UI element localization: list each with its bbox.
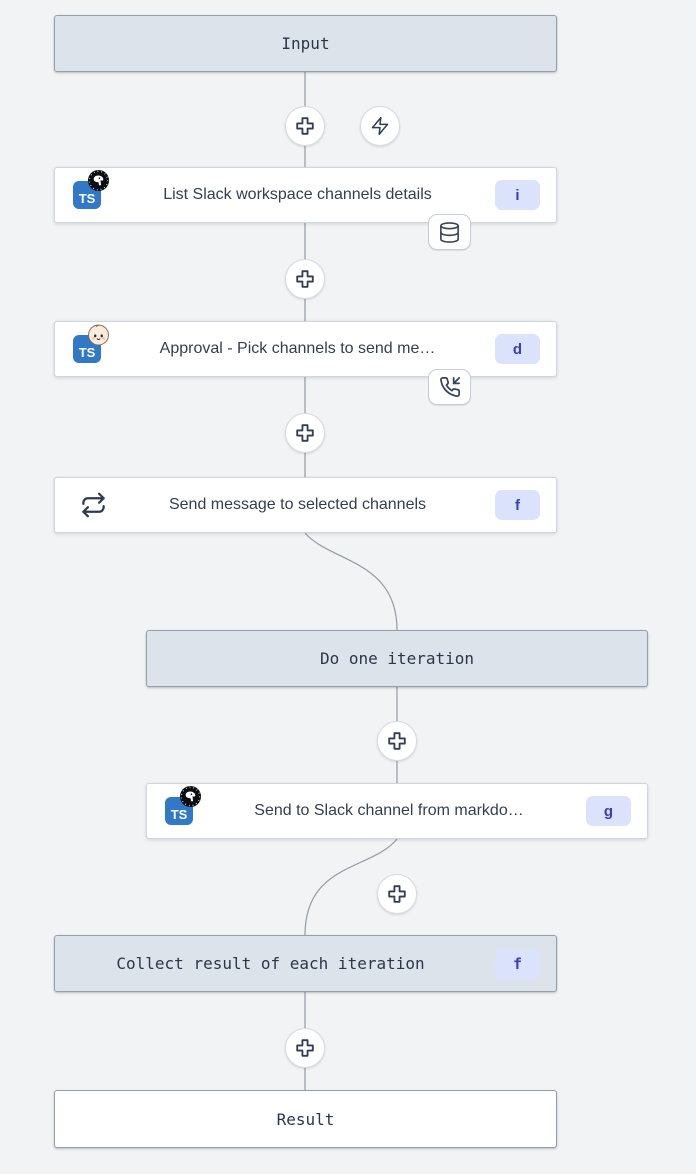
- collect-result-node[interactable]: Collect result of each iteration f: [54, 935, 557, 992]
- step-title: Send message to selected channels: [168, 496, 427, 513]
- deno-icon: [87, 169, 110, 192]
- step-title: List Slack workspace channels details: [163, 186, 432, 203]
- connector-curve: [304, 838, 398, 936]
- plus-icon: [296, 117, 314, 135]
- input-node-label: Input: [281, 34, 330, 53]
- typescript-deno-icon: TS: [73, 169, 110, 209]
- cache-indicator-button[interactable]: [428, 214, 471, 250]
- step-node-forloop-send-message[interactable]: Send message to selected channels f: [54, 477, 557, 533]
- bun-icon: [88, 324, 109, 346]
- connector-curve: [304, 532, 398, 631]
- add-step-button[interactable]: [377, 874, 417, 914]
- typescript-bun-icon: TS: [73, 324, 109, 363]
- step-node-send-to-slack-channel[interactable]: TS Send to Slack channel from markdo… g: [146, 783, 648, 839]
- step-title: Approval - Pick channels to send me…: [159, 340, 436, 357]
- add-step-button[interactable]: [285, 259, 325, 299]
- phone-incoming-icon: [439, 376, 460, 397]
- step-title: Send to Slack channel from markdo…: [254, 802, 524, 819]
- add-step-button[interactable]: [285, 106, 325, 146]
- suspend-indicator-button[interactable]: [428, 369, 471, 405]
- result-node-label: Result: [276, 1109, 335, 1129]
- step-id-badge: f: [495, 490, 540, 520]
- iteration-header-label: Do one iteration: [319, 649, 475, 668]
- database-icon: [440, 221, 459, 243]
- step-node-approval-pick-channels[interactable]: TS Approval - Pick channels to send me… …: [54, 321, 557, 377]
- add-step-button[interactable]: [285, 1028, 325, 1068]
- deno-icon: [179, 785, 202, 808]
- input-node[interactable]: Input: [54, 15, 557, 72]
- trigger-button[interactable]: [360, 106, 400, 146]
- plus-icon: [296, 270, 314, 288]
- zap-icon: [371, 116, 389, 136]
- add-step-button[interactable]: [285, 413, 325, 453]
- iteration-header-node[interactable]: Do one iteration: [146, 630, 648, 687]
- step-id-badge: d: [495, 334, 540, 364]
- step-id-badge: i: [495, 180, 540, 210]
- collect-result-label: Collect result of each iteration: [116, 954, 425, 973]
- plus-icon: [388, 732, 406, 750]
- step-id-badge: f: [495, 948, 540, 979]
- typescript-deno-icon: TS: [165, 785, 202, 825]
- result-node[interactable]: Result: [54, 1090, 557, 1148]
- repeat-loop-icon: [82, 492, 105, 518]
- add-step-button[interactable]: [377, 721, 417, 761]
- plus-icon: [388, 885, 406, 903]
- step-node-list-slack-channels[interactable]: TS List Slack workspace channels details…: [54, 167, 557, 223]
- step-id-badge: g: [586, 796, 631, 826]
- plus-icon: [296, 1039, 314, 1057]
- plus-icon: [296, 424, 314, 442]
